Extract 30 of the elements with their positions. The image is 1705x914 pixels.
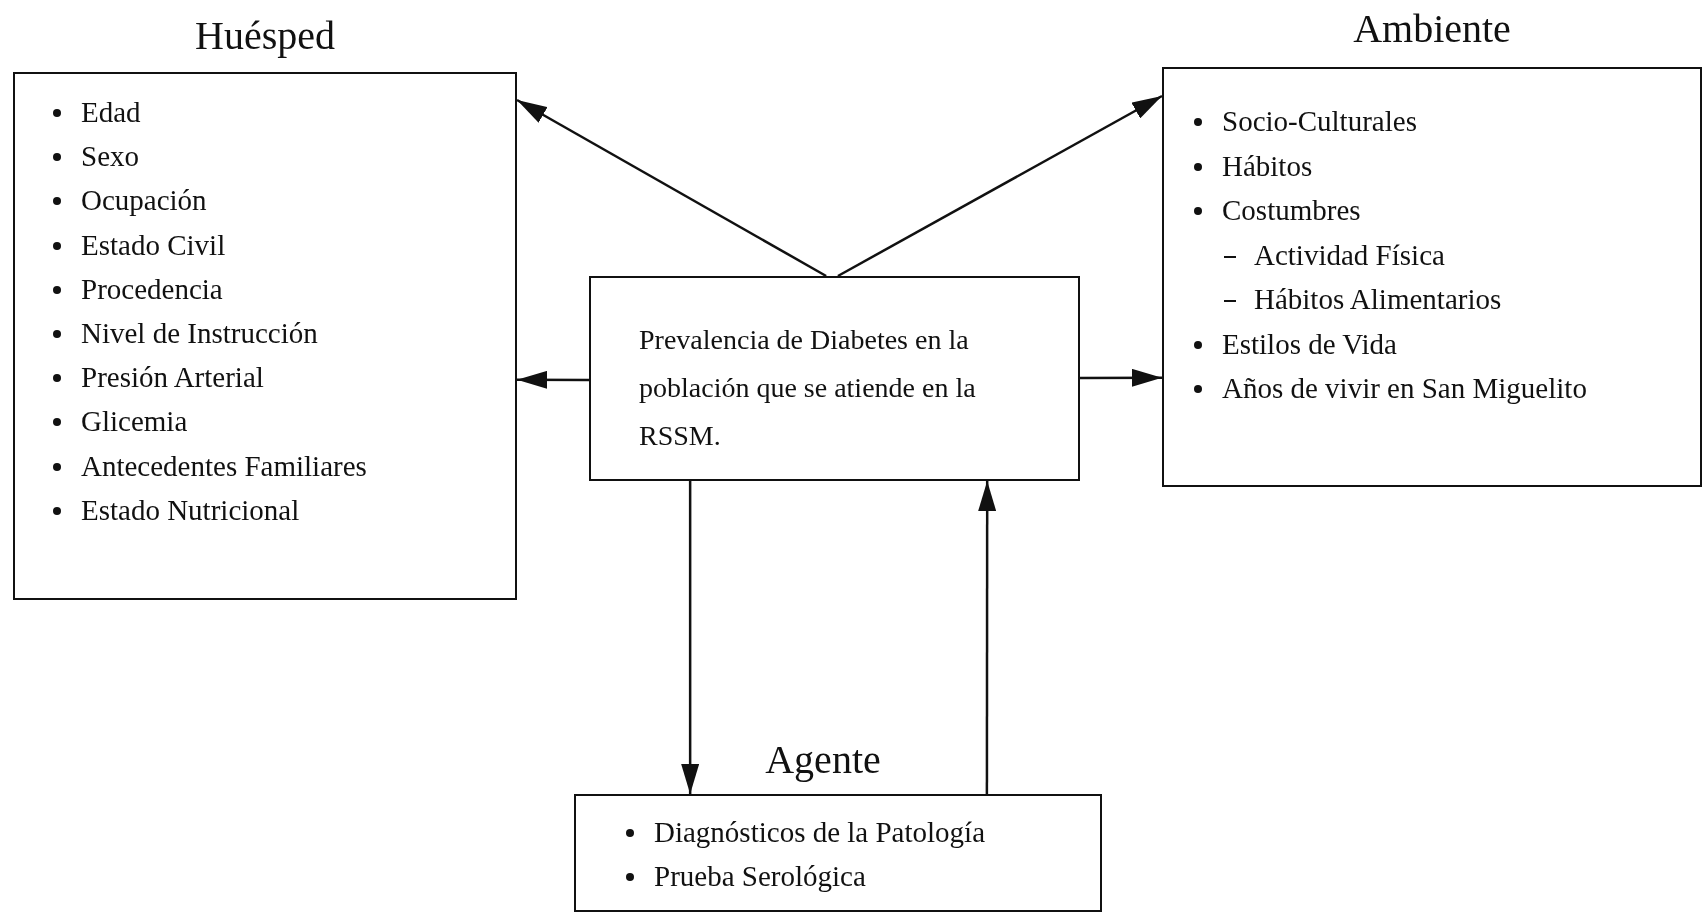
list-item: Estado Civil bbox=[81, 227, 226, 263]
list-item: Procedencia bbox=[81, 271, 223, 307]
list-item: Sexo bbox=[81, 139, 139, 175]
list-item: Ocupación bbox=[81, 183, 207, 219]
heading: Agente bbox=[764, 736, 882, 783]
list-item: Prueba Serológica bbox=[654, 859, 866, 894]
arrow bbox=[516, 98, 827, 278]
list-item: Diagnósticos de la Patología bbox=[654, 815, 986, 850]
heading: Huésped bbox=[194, 12, 336, 59]
arrow bbox=[1080, 368, 1162, 387]
arrow bbox=[517, 370, 589, 389]
heading: Ambiente bbox=[1352, 5, 1512, 52]
arrow bbox=[978, 481, 997, 794]
list-item: Edad bbox=[81, 95, 141, 130]
list-item: Nivel de Instrucción bbox=[81, 316, 318, 351]
list-item: Años de vivir en San Miguelito bbox=[1222, 371, 1587, 406]
process-box bbox=[589, 276, 1080, 481]
arrow bbox=[837, 94, 1163, 278]
list-item: Actividad Física bbox=[1254, 237, 1445, 273]
list-item: Costumbres bbox=[1222, 193, 1361, 228]
list-item: Socio-Culturales bbox=[1222, 104, 1417, 139]
box-text: Prevalencia de Diabetes en la población que se atiende en la RSSM. bbox=[639, 323, 977, 453]
list-item: Presión Arterial bbox=[81, 360, 264, 396]
list-item: Estilos de Vida bbox=[1222, 326, 1397, 362]
list-item: Estado Nutricional bbox=[81, 492, 300, 528]
list-item: Hábitos bbox=[1222, 148, 1313, 184]
list-item: Antecedentes Familiares bbox=[81, 448, 367, 484]
list-item: Hábitos Alimentarios bbox=[1254, 282, 1502, 317]
list-item: Glicemia bbox=[81, 404, 188, 440]
arrow bbox=[681, 481, 700, 794]
